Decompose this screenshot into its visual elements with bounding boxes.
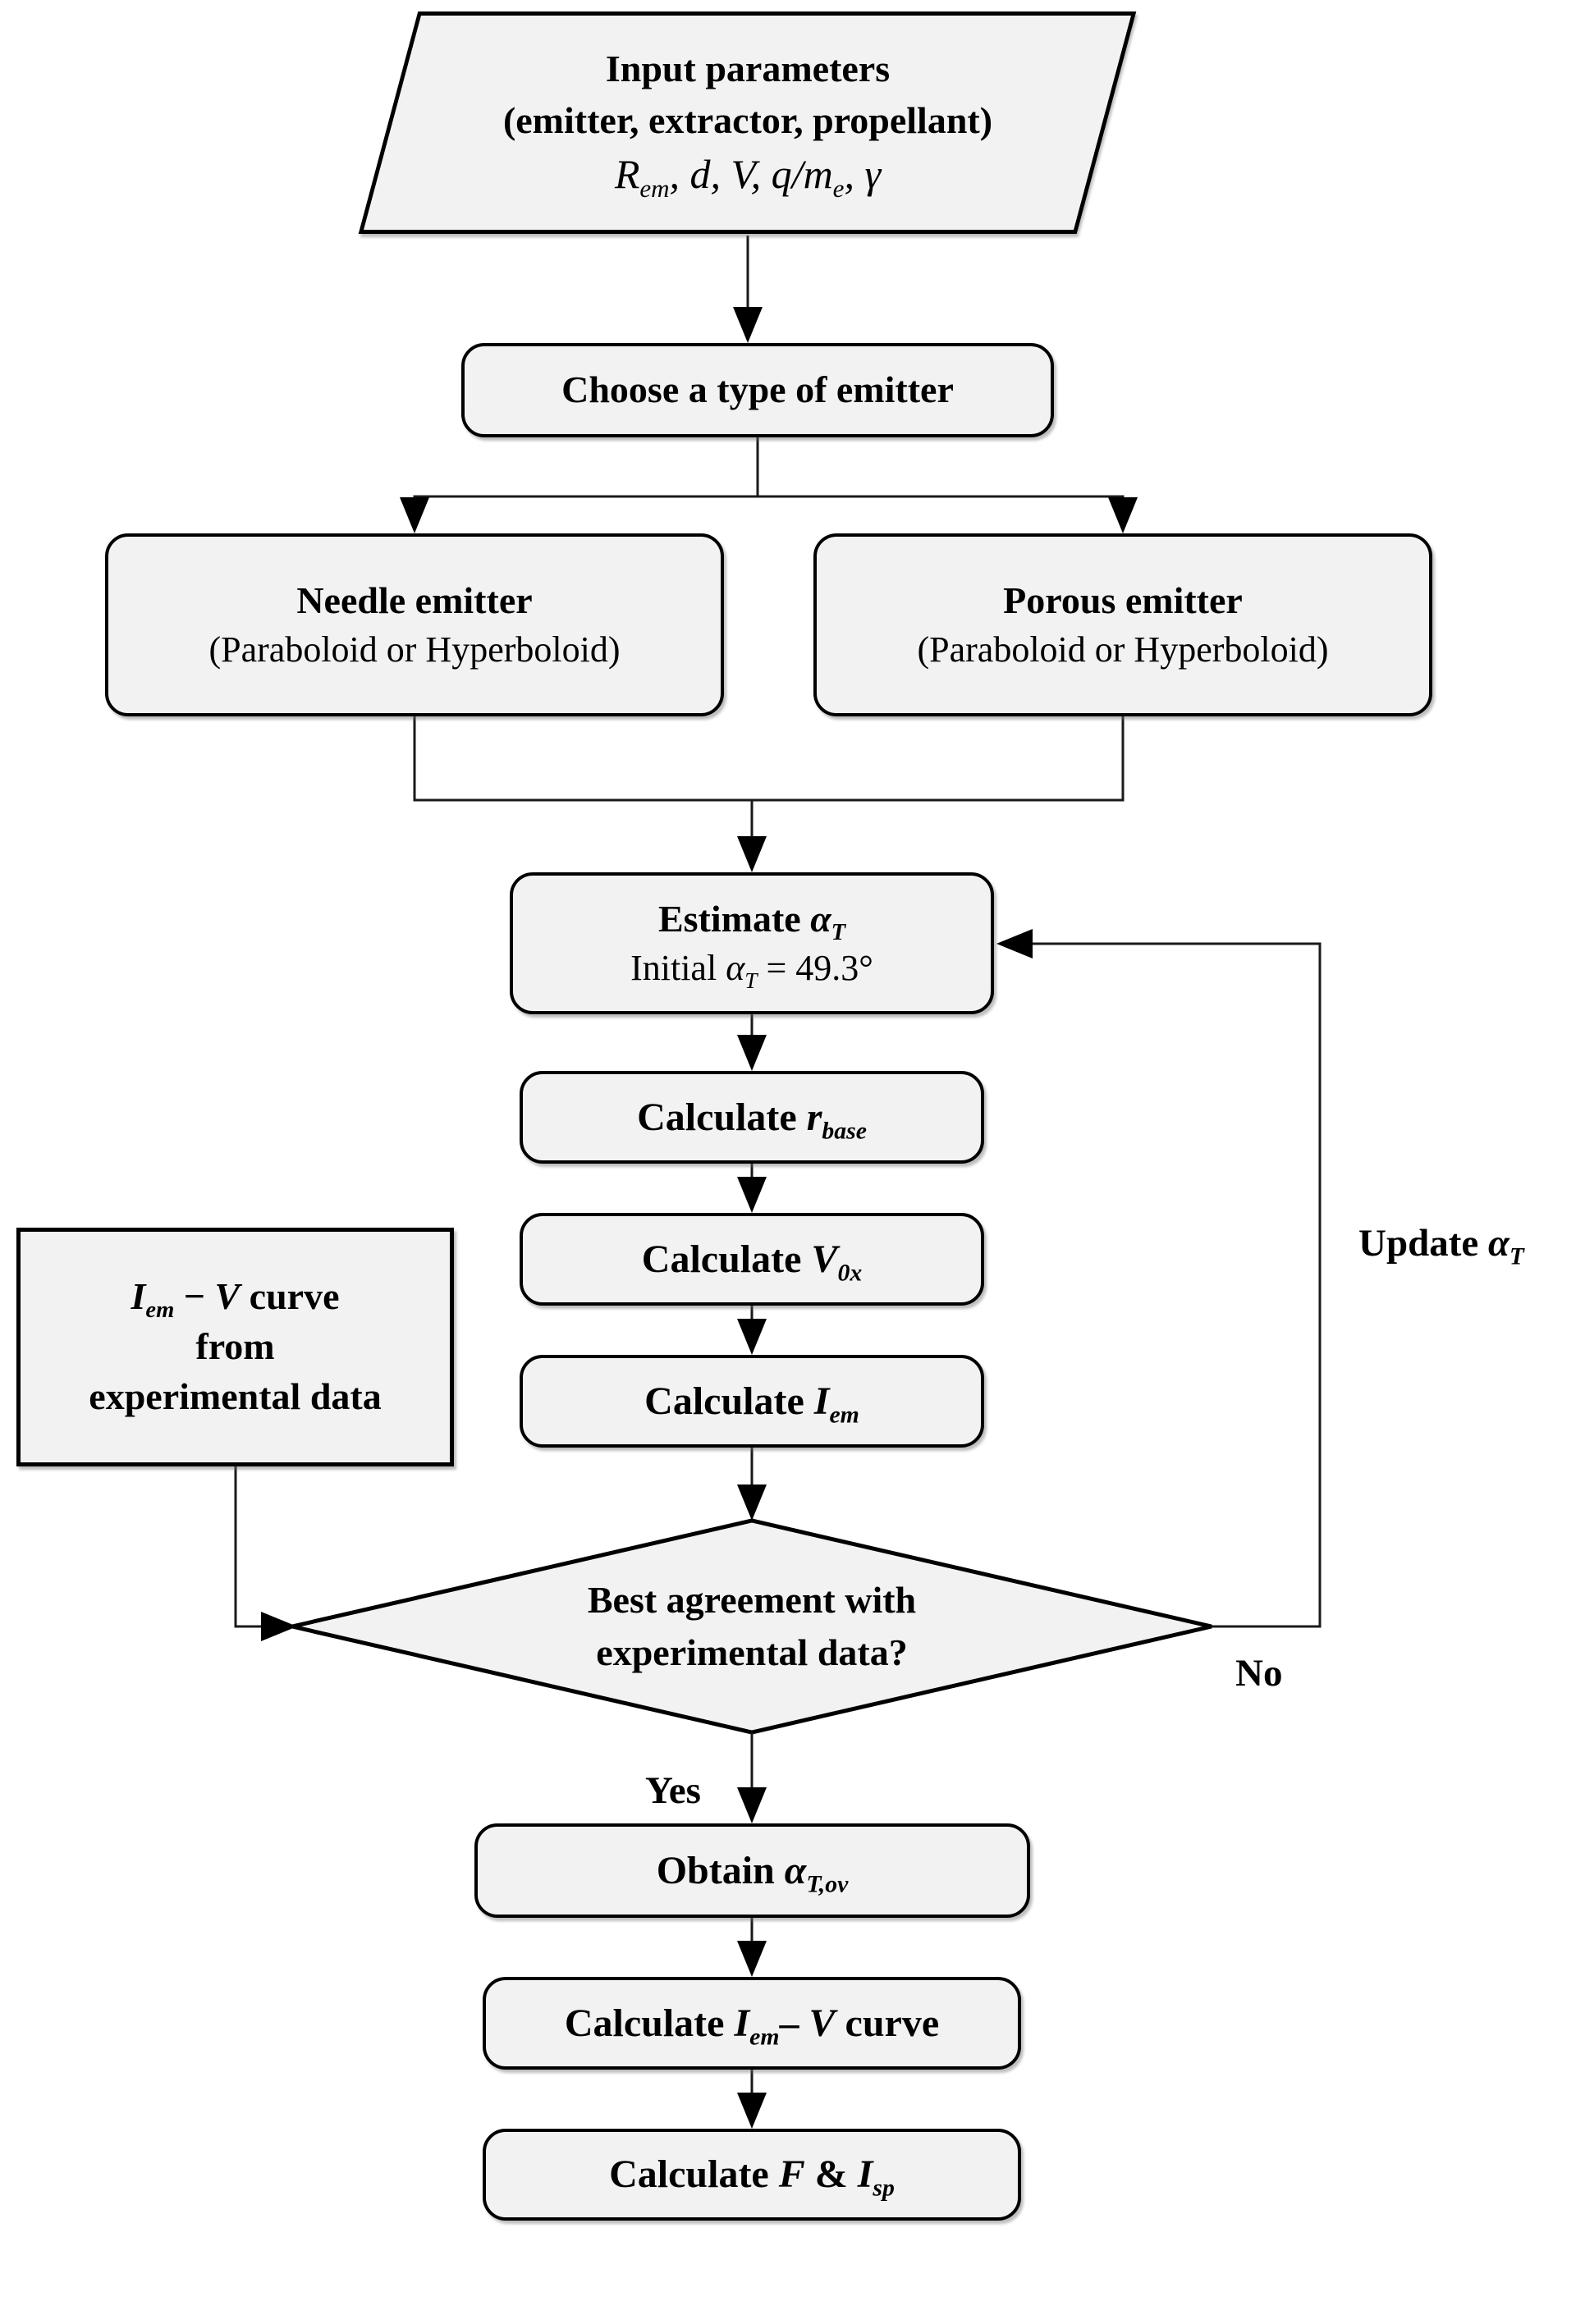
experimental-data-node: Iem − V curve from experimental data	[16, 1228, 454, 1466]
edge-input-to-choose	[733, 236, 763, 343]
edge-iemv-to-thrust	[737, 2070, 767, 2129]
yes-label: Yes	[645, 1769, 701, 1812]
estimate-line2: Initial αT = 49.3°	[630, 947, 873, 993]
decision-line2: experimental data?	[596, 1631, 908, 1673]
needle-line2: (Paraboloid or Hyperboloid)	[208, 629, 621, 670]
porous-line1: Porous emitter	[1003, 579, 1243, 622]
calc-v0x-label: Calculate V0x	[641, 1237, 863, 1287]
needle-line1: Needle emitter	[296, 579, 533, 622]
calc-v0x-node: Calculate V0x	[520, 1213, 984, 1306]
input-line1: Input parameters	[605, 47, 891, 89]
input-math-line: Rem, d, V, q/me, γ	[614, 151, 882, 204]
decision-line1: Best agreement with	[587, 1578, 917, 1621]
decision-node: Best agreement with experimental data?	[465, 1559, 1039, 1694]
calc-iem-label: Calculate Iem	[644, 1379, 859, 1429]
edge-v0x-to-iem	[737, 1306, 767, 1355]
calc-rbase-label: Calculate rbase	[637, 1095, 867, 1145]
edge-estimate-to-rbase	[737, 1014, 767, 1071]
input-line2: (emitter, extractor, propellant)	[502, 99, 993, 141]
edge-expdata-to-decision	[234, 1466, 297, 1641]
obtain-alpha-label: Obtain αT,ov	[656, 1848, 849, 1898]
calc-rbase-node: Calculate rbase	[520, 1071, 984, 1164]
expdata-line3: experimental data	[89, 1375, 382, 1417]
estimate-alpha-node: Estimate αT Initial αT = 49.3°	[510, 872, 994, 1014]
calc-thrust-label: Calculate F & Isp	[609, 2152, 895, 2202]
choose-emitter-node: Choose a type of emitter	[461, 343, 1054, 437]
choose-emitter-label: Choose a type of emitter	[561, 368, 954, 411]
edge-yes-to-obtain	[737, 1732, 767, 1823]
calc-thrust-node: Calculate F & Isp	[483, 2129, 1021, 2221]
calc-iem-node: Calculate Iem	[520, 1355, 984, 1448]
edge-rbase-to-v0x	[737, 1164, 767, 1213]
update-alpha-label: Update αT	[1358, 1222, 1524, 1270]
obtain-alpha-node: Obtain αT,ov	[474, 1823, 1030, 1918]
expdata-line2: from	[195, 1325, 275, 1368]
input-parameters-text: Input parameters (emitter, extractor, pr…	[359, 11, 1137, 234]
estimate-line1: Estimate αT	[657, 898, 846, 946]
calc-iemv-label: Calculate Iem– V curve	[564, 2001, 940, 2051]
edge-obtain-to-iemv	[737, 1918, 767, 1977]
edge-iem-to-decision	[737, 1448, 767, 1521]
edge-choose-split	[400, 437, 1138, 533]
edge-emitters-merge	[413, 716, 1125, 872]
no-label: No	[1235, 1652, 1283, 1695]
porous-line2: (Paraboloid or Hyperboloid)	[917, 629, 1329, 670]
edge-no-feedback	[996, 929, 1322, 1628]
calc-iemv-node: Calculate Iem– V curve	[483, 1977, 1021, 2070]
needle-emitter-node: Needle emitter (Paraboloid or Hyperboloi…	[105, 533, 724, 716]
expdata-line1: Iem − V curve	[131, 1275, 340, 1324]
porous-emitter-node: Porous emitter (Paraboloid or Hyperboloi…	[813, 533, 1432, 716]
